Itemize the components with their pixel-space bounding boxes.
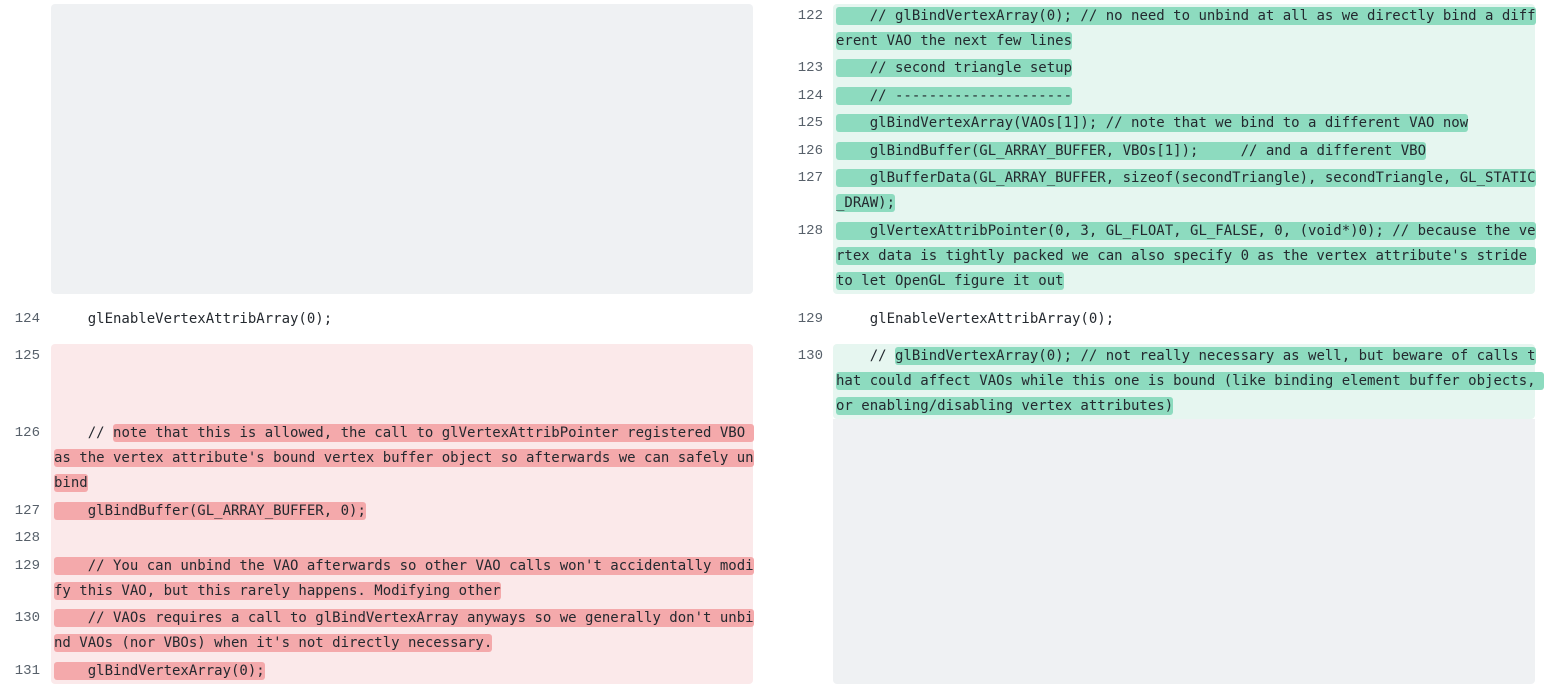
right-empty-block <box>833 419 1535 684</box>
right-line-number: 125 <box>797 115 823 131</box>
left-code-line: // note that this is allowed, the call t… <box>54 424 754 492</box>
right-code-line: // second triangle setup <box>836 59 1073 77</box>
left-empty-block <box>51 4 753 294</box>
right-line-number: 127 <box>797 170 823 186</box>
right-code-line: // glBindVertexArray(0); // not really n… <box>836 347 1545 415</box>
left-line-number: 124 <box>14 311 40 327</box>
right-code-line: glBindVertexArray(VAOs[1]); // note that… <box>836 114 1469 132</box>
left-line-number: 127 <box>14 503 40 519</box>
right-code-line: glVertexAttribPointer(0, 3, GL_FLOAT, GL… <box>836 222 1536 290</box>
right-code-line: // glBindVertexArray(0); // no need to u… <box>836 7 1536 50</box>
right-line-number: 126 <box>797 143 823 159</box>
right-line-number: 130 <box>797 348 823 364</box>
right-line-number: 128 <box>797 223 823 239</box>
left-line-number: 130 <box>14 610 40 626</box>
right-line-number: 124 <box>797 88 823 104</box>
right-line-number: 129 <box>797 311 823 327</box>
right-code-line: // --------------------- <box>836 87 1073 105</box>
right-line-number: 122 <box>797 8 823 24</box>
right-code-line: glBindBuffer(GL_ARRAY_BUFFER, VBOs[1]); … <box>836 142 1427 160</box>
left-line-number: 128 <box>14 530 40 546</box>
right-code-line: glEnableVertexAttribArray(0); <box>836 311 1115 327</box>
left-line-number: 131 <box>14 663 40 679</box>
left-line-number: 126 <box>14 425 40 441</box>
left-code-line: glBindBuffer(GL_ARRAY_BUFFER, 0); <box>54 502 366 520</box>
left-code-line: // You can unbind the VAO afterwards so … <box>54 557 754 600</box>
left-line-number: 125 <box>14 348 40 364</box>
left-code-line: glEnableVertexAttribArray(0); <box>54 311 333 327</box>
left-code-line: glBindVertexArray(0); <box>54 662 265 680</box>
right-line-number: 123 <box>797 60 823 76</box>
left-line-number: 129 <box>14 558 40 574</box>
left-code-line: // VAOs requires a call to glBindVertexA… <box>54 609 754 652</box>
right-code-line: glBufferData(GL_ARRAY_BUFFER, sizeof(sec… <box>836 169 1536 212</box>
